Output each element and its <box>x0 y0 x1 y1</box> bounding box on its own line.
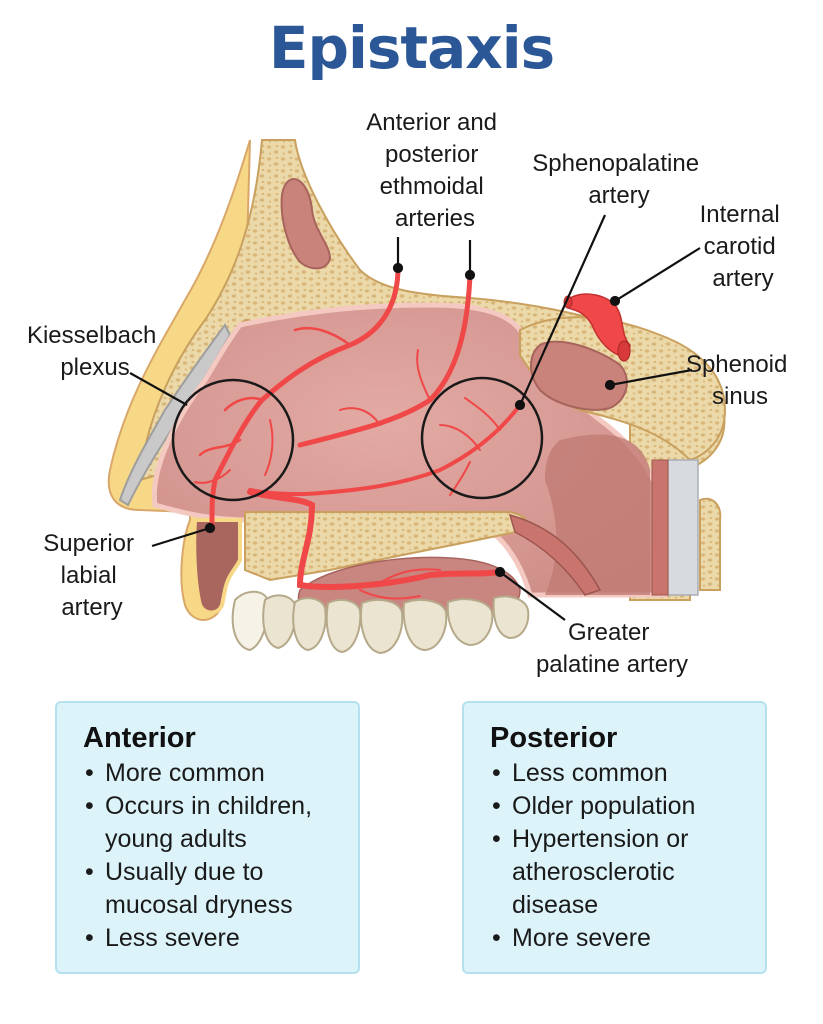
branch <box>293 326 352 347</box>
tooth <box>492 595 530 640</box>
kiesselbach-plexus-region <box>171 378 295 502</box>
pharyngeal-muscle <box>651 459 669 596</box>
branch <box>464 397 501 431</box>
kiesselbach-plexus-label: Kiesselbach plexus <box>27 322 163 381</box>
anterior-epistaxis-box: Anterior •More common •Occurs in childre… <box>55 701 360 974</box>
list-item: •More common <box>85 759 265 787</box>
diagram-title: Epistaxis <box>268 14 555 82</box>
list-item: •Occurs in children,young adults <box>85 792 313 853</box>
tooth <box>446 598 494 647</box>
internal-carotid-artery <box>563 293 631 362</box>
pharynx <box>545 434 650 595</box>
anterior-list: •More common •Occurs in children,young a… <box>83 757 358 955</box>
nasal-anatomy-illustration: Anterior and posterior ethmoidal arterie… <box>27 109 794 678</box>
anterior-heading: Anterior <box>83 722 196 754</box>
superior-labial-artery-label: Superior labial artery <box>43 530 140 621</box>
anterior-ethmoidal-artery <box>209 265 401 528</box>
posterior-list: •Less common •Older population •Hyperten… <box>490 757 765 955</box>
branch <box>439 424 481 451</box>
tooth <box>262 594 297 650</box>
tooth <box>402 599 448 652</box>
list-item: •Less severe <box>85 924 240 952</box>
branch <box>416 349 431 401</box>
posterior-heading: Posterior <box>490 722 618 754</box>
list-item: •More severe <box>492 924 651 952</box>
branch <box>379 568 441 584</box>
sphenopalatine-artery-label: Sphenopalatine artery <box>532 150 706 209</box>
posterior-bleeding-region <box>420 376 544 500</box>
nasal-floor-artery <box>247 489 503 590</box>
branch <box>264 419 274 476</box>
frontal-bone <box>138 139 726 601</box>
internal-carotid-artery-label: Internal carotid artery <box>700 201 787 292</box>
branch <box>223 396 264 412</box>
hard-palate <box>244 511 528 582</box>
tooth <box>360 599 404 655</box>
vertebra <box>699 497 722 591</box>
sphenopalatine-artery <box>248 403 522 496</box>
neck-ligaments <box>667 459 699 596</box>
leader-lines <box>129 214 701 621</box>
upper-lip <box>192 518 242 615</box>
list-item: •Older population <box>492 792 696 820</box>
ethmoidal-arteries-label: Anterior and posterior ethmoidal arterie… <box>366 109 503 232</box>
teeth <box>231 590 530 655</box>
branch <box>194 469 231 484</box>
soft-palate <box>508 513 602 596</box>
frontal-sinus <box>280 178 332 270</box>
branch <box>359 589 421 600</box>
greater-palatine-artery-label: Greater palatine artery <box>536 619 688 678</box>
branch <box>339 407 381 426</box>
tooth <box>292 597 327 652</box>
list-item: •Less common <box>492 759 668 787</box>
posterior-epistaxis-box: Posterior •Less common •Older population… <box>462 701 767 974</box>
branch <box>198 438 242 457</box>
sphenoid-sinus <box>530 340 628 411</box>
sphenoid-sinus-label: Sphenoid sinus <box>686 351 794 410</box>
arteries <box>194 265 522 600</box>
tooth <box>325 598 362 654</box>
branch <box>449 461 471 496</box>
